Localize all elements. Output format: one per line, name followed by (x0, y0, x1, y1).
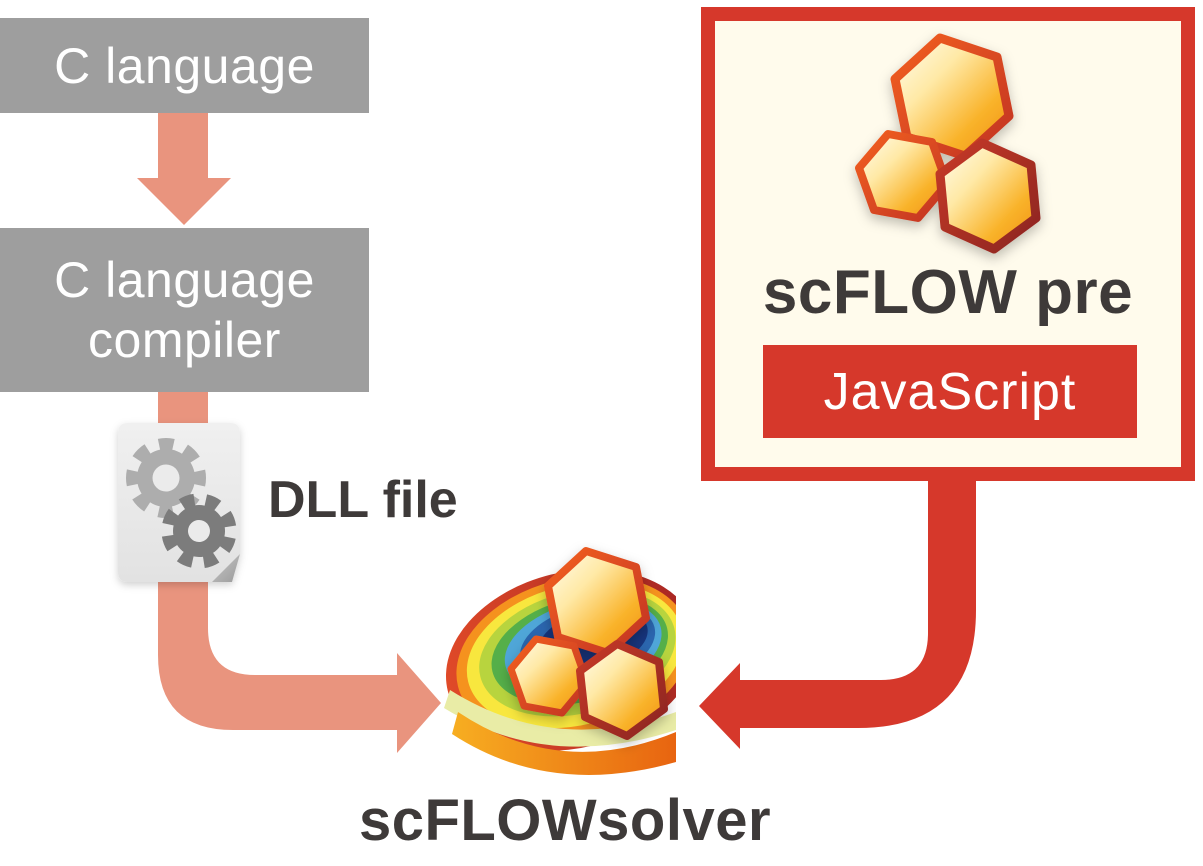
swirl-tail-light (444, 690, 676, 747)
dll-document-icon (118, 423, 240, 582)
folded-corner (212, 554, 240, 582)
scflow-solver-logo (444, 547, 676, 775)
javascript-badge-label: JavaScript (823, 362, 1077, 421)
javascript-badge: JavaScript (763, 345, 1137, 438)
swirl-tail-orange (452, 712, 676, 775)
compiler-label-line2: compiler (88, 312, 281, 368)
gear-icon-small (161, 493, 237, 569)
compiler-label-line1: C language (54, 252, 315, 308)
solver-honeycomb (507, 547, 668, 740)
c-language-box: C language (0, 18, 369, 113)
c-language-compiler-box: C language compiler (0, 228, 369, 392)
dll-file-label: DLL file (268, 471, 458, 529)
scflow-solver-label: scFLOWsolver (358, 787, 772, 853)
gear-icon-large (126, 438, 206, 518)
salmon-curved-arrow (158, 392, 441, 753)
c-language-label: C language (54, 37, 315, 94)
down-arrow (137, 112, 231, 225)
scflow-pre-title: scFLOW pre (762, 257, 1134, 327)
rainbow-swirl (445, 569, 676, 751)
red-curved-arrow (699, 470, 976, 749)
